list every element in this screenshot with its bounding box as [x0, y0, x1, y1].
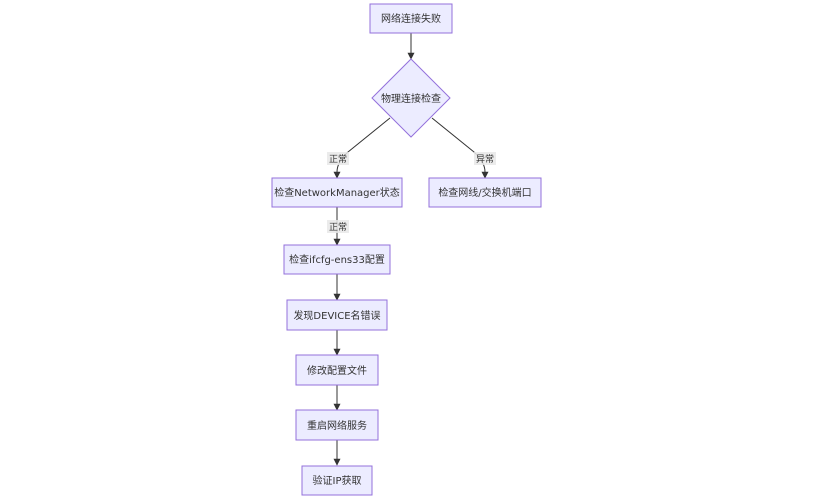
node-verify-ip-label: 验证IP获取	[313, 474, 362, 487]
node-restart-service: 重启网络服务	[295, 409, 379, 441]
node-restart-service-label: 重启网络服务	[307, 419, 367, 432]
node-modify-config: 修改配置文件	[295, 354, 379, 386]
edge-label-physical-to-cable: 异常	[474, 152, 496, 165]
node-device-error: 发现DEVICE名错误	[286, 299, 388, 331]
node-modify-config-label: 修改配置文件	[307, 364, 367, 377]
edge-label-physical-to-nm: 正常	[327, 152, 349, 165]
edge-label-physical-to-cable-text: 异常	[476, 153, 494, 165]
edge-label-nm-to-ifcfg: 正常	[327, 220, 349, 233]
node-physical-check-label: 物理连接检查	[381, 92, 441, 105]
edge-labels: 正常 异常 正常	[327, 152, 496, 233]
node-check-cable-label: 检查网线/交换机端口	[438, 186, 531, 199]
node-check-nm: 检查NetworkManager状态	[271, 177, 403, 208]
node-verify-ip: 验证IP获取	[301, 465, 373, 496]
node-network-fail-label: 网络连接失败	[381, 12, 441, 25]
edge-label-nm-to-ifcfg-text: 正常	[329, 221, 347, 233]
node-check-ifcfg-label: 检查ifcfg-ens33配置	[289, 253, 385, 266]
node-check-cable: 检查网线/交换机端口	[428, 177, 542, 208]
node-network-fail: 网络连接失败	[369, 3, 453, 34]
edge-physical-to-cable	[431, 117, 489, 179]
node-device-error-label: 发现DEVICE名错误	[293, 309, 380, 322]
node-check-nm-label: 检查NetworkManager状态	[274, 186, 400, 199]
node-physical-check: 物理连接检查	[371, 58, 451, 138]
edge-physical-to-nm	[333, 117, 391, 179]
edge-label-physical-to-nm-text: 正常	[329, 153, 347, 165]
node-check-ifcfg: 检查ifcfg-ens33配置	[283, 244, 391, 275]
